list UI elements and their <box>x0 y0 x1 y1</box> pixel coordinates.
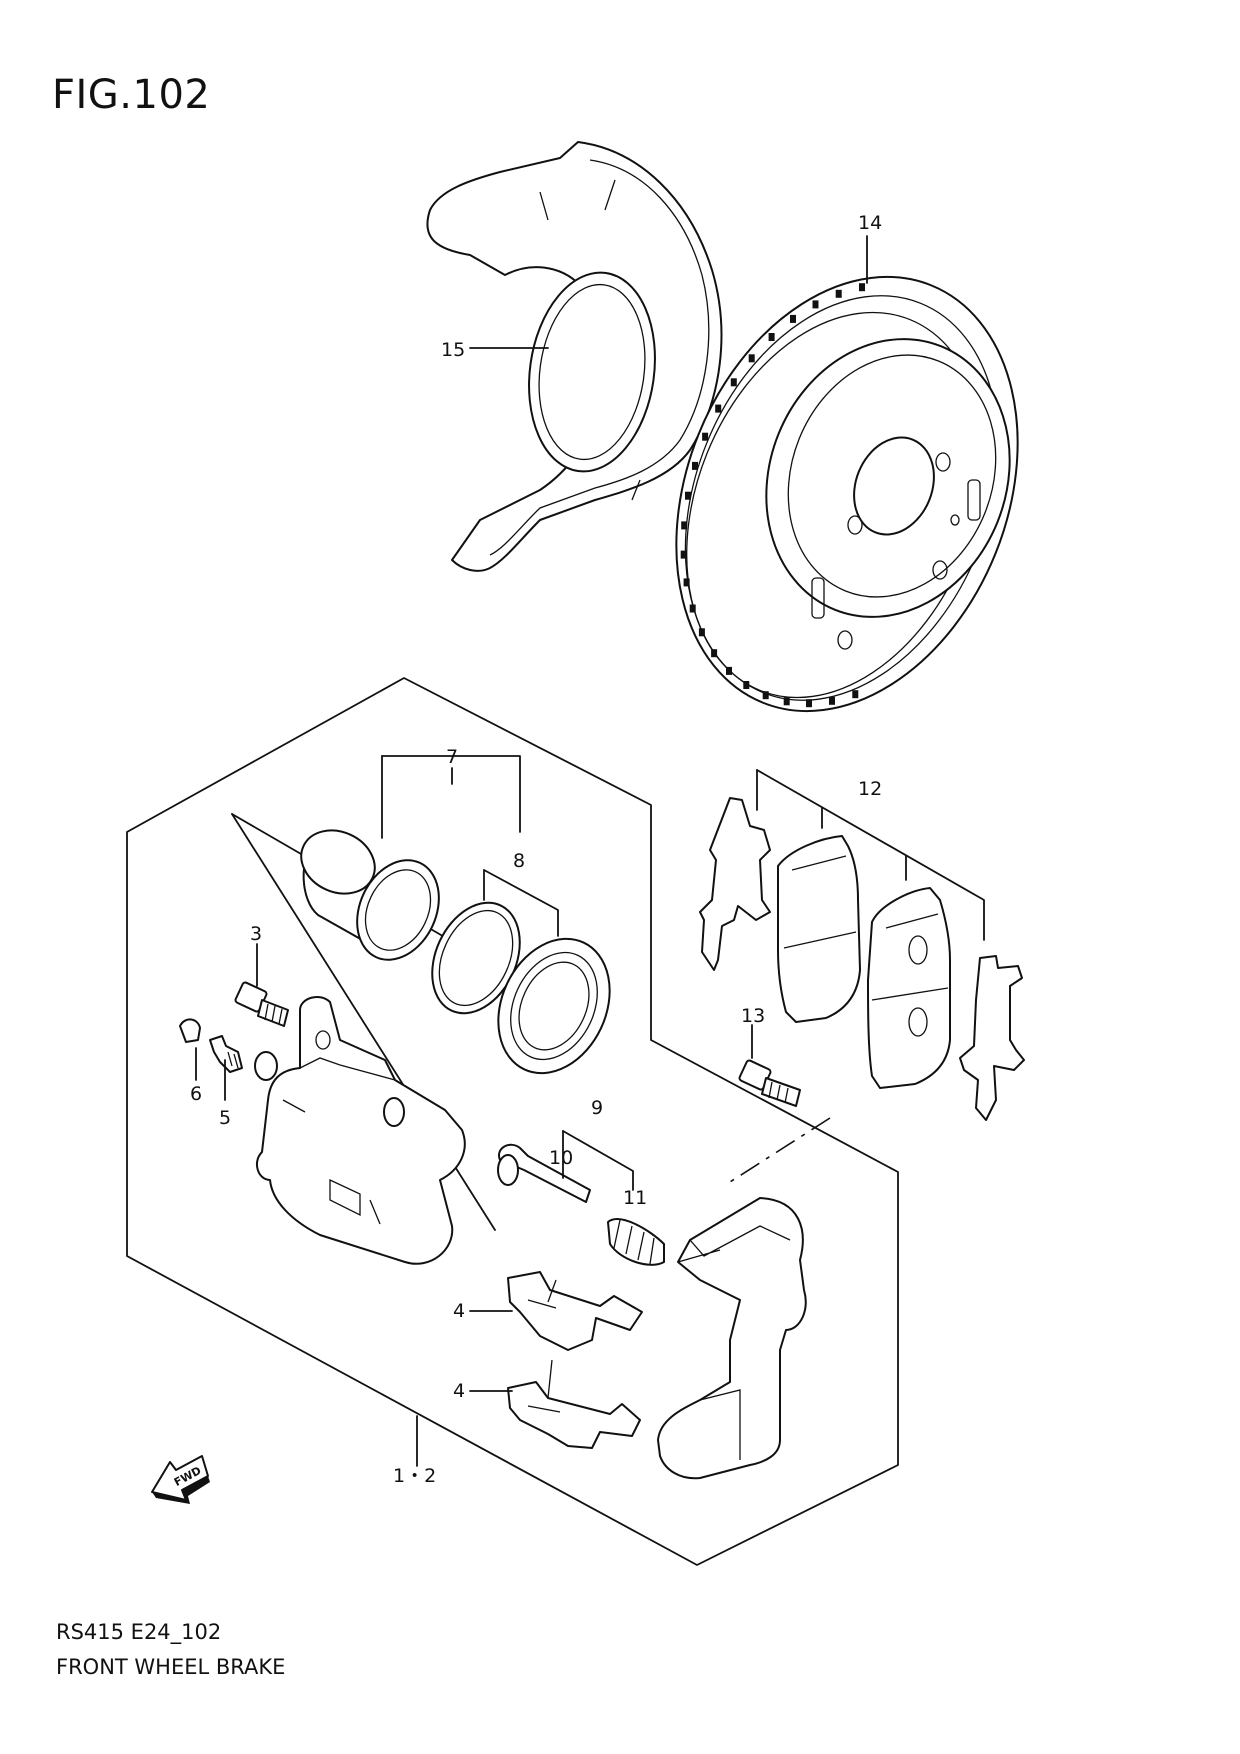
vent-slot <box>680 550 687 559</box>
vent-slot <box>685 491 691 500</box>
leader-lines <box>195 235 985 1467</box>
vent-slot <box>689 604 696 613</box>
callout-1-2: 1・2 <box>393 1465 436 1487</box>
vent-slot <box>683 578 690 587</box>
brake-pad-inner[interactable] <box>867 887 951 1089</box>
figure-title: FIG.102 <box>52 72 211 118</box>
assembly-center-line <box>729 1117 831 1183</box>
dust-boot-part[interactable] <box>477 921 630 1092</box>
vent-slot <box>692 461 698 470</box>
callout-14: 14 <box>858 212 882 234</box>
bleeder-screw-part[interactable] <box>209 1035 243 1073</box>
callout-12: 12 <box>858 778 882 800</box>
vent-slot <box>835 289 842 298</box>
vent-slot <box>748 354 755 363</box>
section-name: FRONT WHEEL BRAKE <box>56 1655 286 1679</box>
brake-disc-part[interactable] <box>614 225 1079 762</box>
callout-4-lower: 4 <box>453 1380 465 1402</box>
callout-10: 10 <box>549 1147 573 1169</box>
slide-pin-part[interactable] <box>497 1143 591 1203</box>
vent-slot <box>829 696 835 705</box>
callout-5: 5 <box>219 1107 231 1129</box>
callout-7: 7 <box>446 746 458 768</box>
washer-part[interactable] <box>254 1051 278 1081</box>
piston-part[interactable] <box>291 819 455 973</box>
disc-vent-slots <box>680 283 865 708</box>
vent-slot <box>783 697 790 706</box>
vent-slot <box>715 404 722 413</box>
callout-3: 3 <box>250 923 262 945</box>
pin-boot-part[interactable] <box>607 1218 665 1266</box>
pad-spring-clip-upper[interactable] <box>507 1271 643 1351</box>
callout-8: 8 <box>513 850 525 872</box>
vent-slot <box>730 378 737 387</box>
brake-pad-outer[interactable] <box>777 835 861 1023</box>
vent-slot <box>859 283 865 292</box>
vent-slot <box>681 521 688 530</box>
callout-15: 15 <box>441 339 465 361</box>
caliper-body-part[interactable] <box>255 995 466 1265</box>
pad-spring-clip-lower[interactable] <box>507 1359 641 1449</box>
fwd-arrow-icon: FWD <box>151 1455 210 1504</box>
pad-shim-inner[interactable] <box>959 955 1025 1121</box>
callout-11: 11 <box>623 1187 647 1209</box>
vent-slot <box>743 681 750 689</box>
vent-slot <box>702 432 709 441</box>
caliper-assembly-box <box>126 677 899 1566</box>
callout-4-upper: 4 <box>453 1300 465 1322</box>
vent-slot <box>711 649 718 658</box>
caliper-bracket-part[interactable] <box>657 1197 807 1480</box>
vent-slot <box>790 314 796 323</box>
vent-slot <box>852 690 859 699</box>
vent-slot <box>768 333 775 341</box>
pad-shim-outer[interactable] <box>699 797 771 971</box>
vent-slot <box>762 691 769 700</box>
dust-cover-part[interactable] <box>426 141 723 572</box>
callout-13: 13 <box>741 1005 765 1027</box>
bolt-part[interactable] <box>234 981 289 1027</box>
vent-slot <box>806 699 812 708</box>
vent-slot <box>698 628 705 637</box>
vent-slot <box>726 666 732 675</box>
model-code: RS415 E24_102 <box>56 1620 222 1644</box>
bracket-bolt-part[interactable] <box>738 1059 801 1107</box>
vent-slot <box>812 300 819 309</box>
callout-9: 9 <box>591 1097 603 1119</box>
bleeder-cap-part[interactable] <box>179 1018 201 1043</box>
callout-6: 6 <box>190 1083 202 1105</box>
